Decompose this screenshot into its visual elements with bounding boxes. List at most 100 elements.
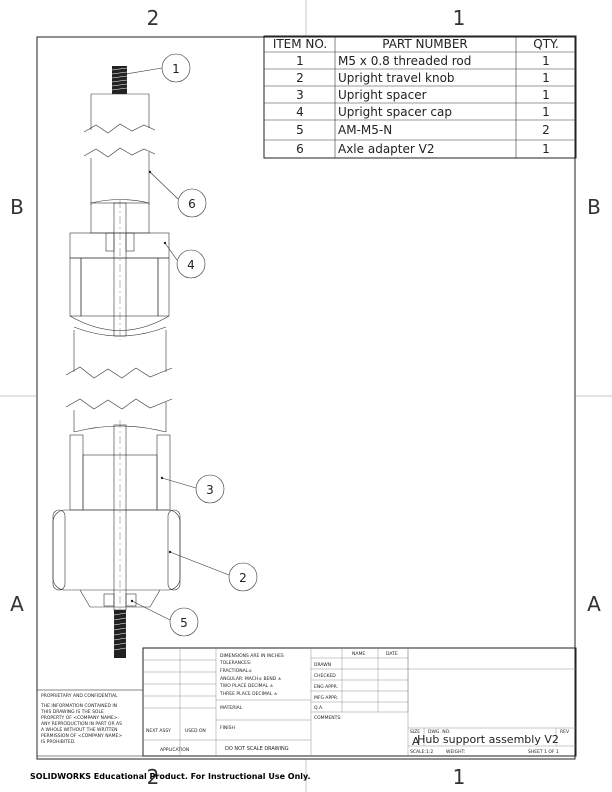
proprietary-text: THIS DRAWING IS THE SOLE: [40, 709, 104, 715]
tolerance-line: DIMENSIONS ARE IN INCHES: [220, 653, 284, 659]
bom-cell: 1: [542, 142, 550, 156]
balloon-1: [161, 53, 191, 83]
balloon-label: 6: [188, 197, 196, 211]
spacer-wall: [157, 257, 170, 317]
axle-adapter-tube: [90, 152, 150, 205]
spacer-wall: [69, 257, 82, 317]
bom-cell: 4: [296, 105, 304, 119]
scale-label: SCALE:1:2: [410, 749, 433, 755]
role-mfg-appr: MFG APPR.: [314, 695, 338, 701]
balloon-6: [177, 188, 207, 218]
proprietary-text: PERMISSION OF <COMPANY NAME>: [41, 733, 122, 739]
dwg-no-label: DWG. NO.: [428, 729, 450, 735]
balloon-label: 1: [172, 62, 180, 76]
nut: [125, 593, 137, 607]
tolerance-line: TWO PLACE DECIMAL ±: [219, 683, 274, 689]
bom-cell: 2: [296, 71, 304, 85]
size-value: A: [412, 735, 420, 748]
balloon-4: [176, 249, 206, 279]
balloon-3: [195, 474, 225, 504]
balloon-leaders: [124, 67, 230, 621]
tolerance-line: ANGULAR: MACH± BEND ±: [220, 676, 282, 682]
proprietary-title: PROPRIETARY AND CONFIDENTIAL: [41, 693, 118, 699]
zone-label-left-a: A: [10, 592, 24, 616]
axle-adapter-tube: [90, 93, 150, 130]
bom-cell: 1: [542, 71, 550, 85]
spacer-body: [80, 257, 159, 317]
next-assy-label: NEXT ASSY: [146, 728, 171, 734]
spacer-cap-flange: [69, 232, 170, 259]
break-line: [65, 366, 173, 379]
title-block: DIMENSIONS ARE IN INCHES TOLERANCES: FRA…: [36, 647, 577, 757]
proprietary-box: [36, 689, 144, 757]
proprietary-text: A WHOLE WITHOUT THE WRITTEN: [41, 727, 118, 733]
tolerance-line: TOLERANCES:: [219, 660, 251, 666]
axle-adapter-tube: [73, 402, 167, 432]
bom-cell: M5 x 0.8 threaded rod: [338, 54, 471, 68]
bom-cell: 1: [296, 54, 304, 68]
axle-adapter-tube: [73, 330, 167, 372]
balloon-label: 5: [180, 616, 188, 630]
no-scale-note: DO NOT SCALE DRAWING: [225, 746, 289, 752]
zone-label-bottom-2: 2: [147, 765, 160, 789]
bom-outline: [263, 35, 577, 159]
nut: [103, 593, 115, 607]
rev-label: REV: [560, 729, 570, 735]
zone-label-top-1: 1: [453, 6, 466, 30]
zone-label-right-b: B: [587, 195, 601, 219]
bom-cell: 6: [296, 142, 304, 156]
bom-cell: AM-M5-N: [338, 123, 392, 137]
finish-label: FINISH: [220, 725, 235, 731]
proprietary-text: IS PROHIBITED.: [41, 739, 76, 745]
bom-cell: 1: [542, 54, 550, 68]
date-header: DATE: [386, 651, 398, 657]
tolerance-line: FRACTIONAL±: [220, 668, 252, 674]
spacer-wall: [156, 434, 171, 511]
proprietary-text: THE INFORMATION CONTAINED IN: [40, 703, 117, 709]
material-label: MATERIAL: [220, 705, 243, 711]
bom-cell: Upright travel knob: [338, 71, 455, 85]
bom-header-item: ITEM NO.: [273, 37, 327, 51]
balloon-2: [228, 562, 258, 592]
assembly-section-view: [52, 66, 181, 658]
role-drawn: DRAWN: [314, 662, 331, 668]
proprietary-text: PROPERTY OF <COMPANY NAME>.: [41, 715, 119, 721]
bom-cell: 5: [296, 123, 304, 137]
used-on-label: USED ON: [185, 728, 206, 734]
zone-label-bottom-1: 1: [453, 765, 466, 789]
break-line: [83, 123, 156, 134]
travel-knob: [52, 509, 181, 591]
weight-label: WEIGHT:: [446, 749, 465, 755]
zone-label-right-a: A: [587, 592, 601, 616]
drawing-title: Hub support assembly V2: [417, 733, 559, 746]
bom-header-qty: QTY.: [533, 37, 559, 51]
balloon-label: 2: [239, 571, 247, 585]
role-checked: CHECKED: [314, 673, 336, 679]
balloon-label: 3: [206, 483, 214, 497]
zone-label-top-2: 2: [147, 6, 160, 30]
role-qa: Q.A.: [314, 705, 323, 711]
bom-cell: 2: [542, 123, 550, 137]
threaded-rod-top: [112, 66, 127, 94]
bom-cell: Upright spacer cap: [338, 105, 452, 119]
zone-label-left-b: B: [10, 195, 24, 219]
bom-cell: Upright spacer: [338, 88, 427, 102]
comments-label: COMMENTS:: [314, 715, 342, 721]
bom-cell: Axle adapter V2: [338, 142, 434, 156]
sheet-label: SHEET 1 OF 1: [528, 749, 559, 755]
proprietary-text: ANY REPRODUCTION IN PART OR AS: [41, 721, 122, 727]
size-label: SIZE: [410, 729, 420, 735]
name-header: NAME: [352, 651, 365, 657]
bom-header-part: PART NUMBER: [382, 37, 468, 51]
role-eng-appr: ENG APPR.: [314, 684, 338, 690]
bom-cell: 3: [296, 88, 304, 102]
break-line: [83, 147, 156, 158]
spacer-wall: [69, 434, 84, 511]
balloon-5: [169, 607, 199, 637]
bom-cell: 1: [542, 105, 550, 119]
balloon-label: 4: [187, 258, 195, 272]
educational-watermark: SOLIDWORKS Educational Product. For Inst…: [30, 772, 311, 781]
bom-table: ITEM NO. PART NUMBER QTY. 1 M5 x 0.8 thr…: [263, 35, 577, 159]
bom-cell: 1: [542, 88, 550, 102]
